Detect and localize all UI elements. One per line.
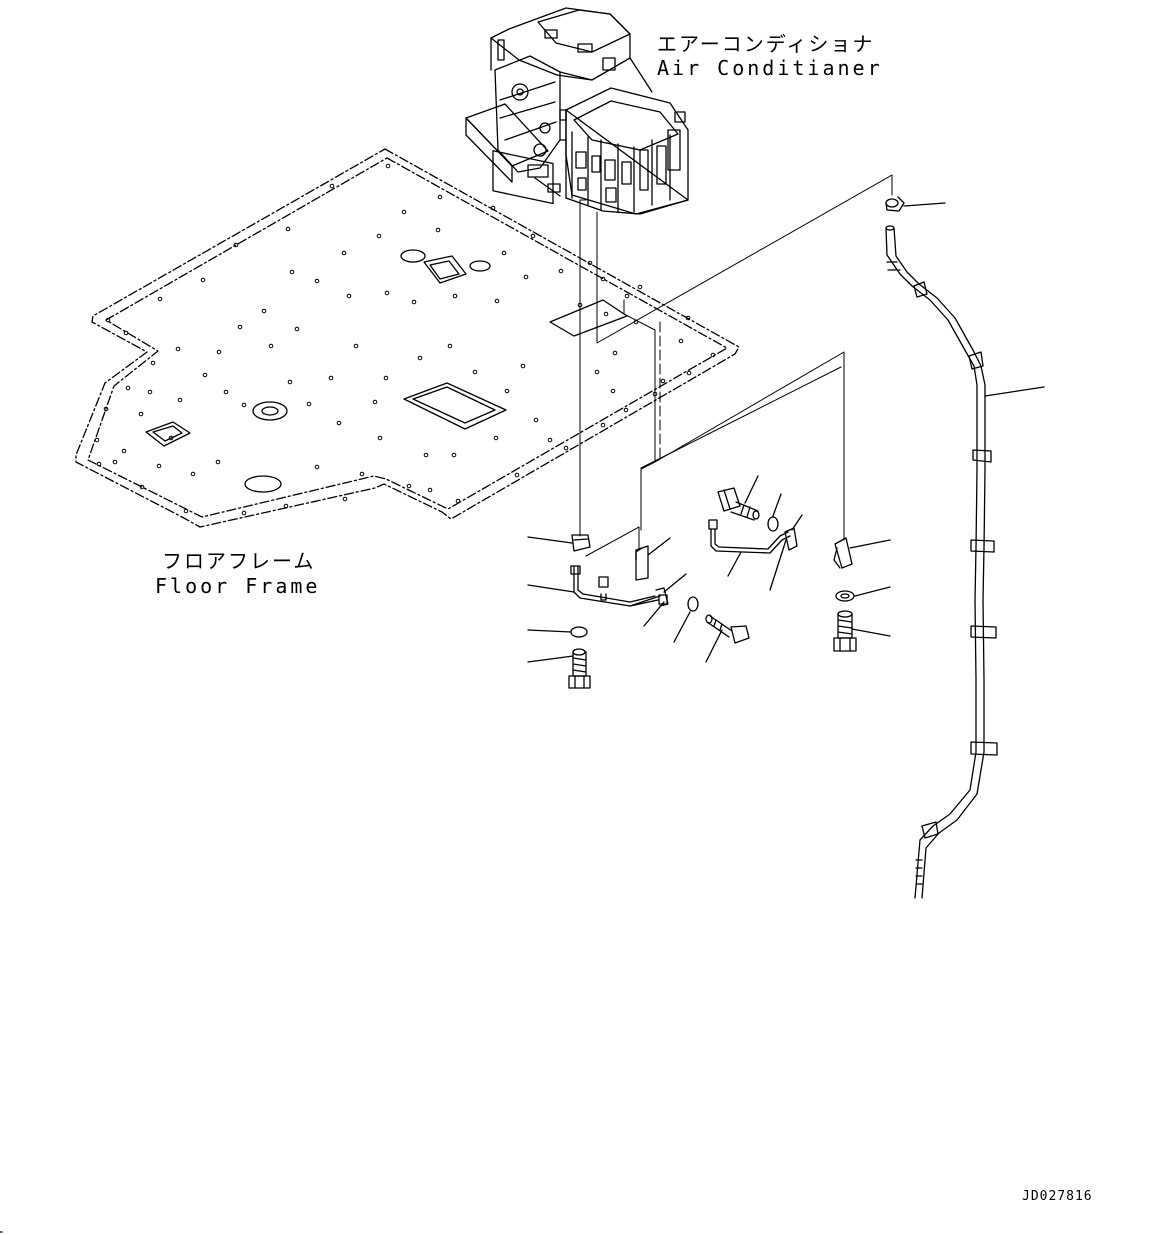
washer-left xyxy=(571,627,587,637)
leader-washer-left xyxy=(528,630,571,632)
clamp-left xyxy=(572,535,590,551)
leader-washer-right xyxy=(855,587,890,596)
leader-hose-elbow xyxy=(904,203,945,206)
leader-bolt-center-upper xyxy=(745,476,758,503)
leader-clamp-center xyxy=(648,538,670,555)
air-conditioner-label-jp: エアーコンディショナ xyxy=(657,32,875,56)
air-conditioner-label-en: Air Conditianer xyxy=(657,56,883,80)
leader-tube-right-b xyxy=(770,540,786,590)
washer-center-upper xyxy=(768,517,778,531)
leader-tube-right-c xyxy=(792,515,802,530)
air-conditioner-unit xyxy=(466,8,688,214)
clamp-center xyxy=(636,546,648,580)
tube-right xyxy=(709,520,797,553)
leader-clamp-right xyxy=(850,540,890,548)
leader-tube-left xyxy=(528,585,574,592)
bolt-center-lower xyxy=(706,615,749,643)
leader-drain-hose xyxy=(985,387,1044,396)
leader-bracket-center-c xyxy=(664,574,686,592)
leader-washer-center-upper xyxy=(773,494,781,516)
washer-center-lower xyxy=(688,597,698,611)
floor-frame-label-en: Floor Frame xyxy=(155,574,321,598)
bolt-right xyxy=(834,611,856,651)
leader-bolt-left xyxy=(528,656,573,662)
washer-right xyxy=(836,591,854,601)
guide-lines xyxy=(580,175,892,556)
bolt-left xyxy=(569,649,590,688)
leader-bracket-center-a xyxy=(630,596,660,606)
hose-elbow xyxy=(886,197,904,211)
leader-bolt-center-lower xyxy=(706,630,722,662)
tube-left xyxy=(571,566,658,606)
leader-bracket-center-b xyxy=(644,602,664,626)
leader-clamp-left xyxy=(528,537,572,543)
leader-washer-center-lower xyxy=(674,612,690,642)
leader-bolt-right xyxy=(852,629,890,636)
floor-frame xyxy=(76,149,739,527)
floor-frame-label-jp: フロアフレーム xyxy=(162,549,316,573)
clamp-right xyxy=(834,538,852,568)
floor-bolt-holes xyxy=(95,164,715,515)
drawing-code: JD027816 xyxy=(1022,1189,1093,1204)
bolt-center-upper xyxy=(718,488,759,520)
leader-tube-right xyxy=(728,552,741,576)
washer-right-hole xyxy=(841,594,849,598)
drain-hose xyxy=(886,226,997,898)
